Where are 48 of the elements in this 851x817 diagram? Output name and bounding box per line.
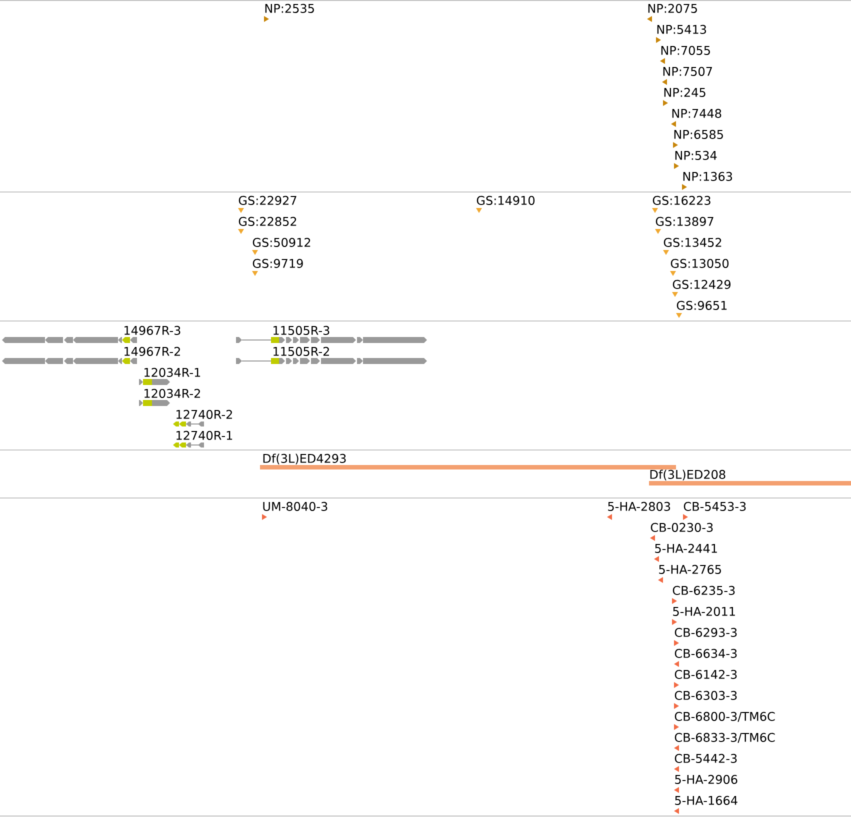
feature-label: GS:22927: [238, 196, 296, 205]
feature-label: NP:2075: [648, 4, 697, 13]
feature-label: CB-6303-3: [674, 690, 737, 700]
feature-label: 12740R-2: [176, 410, 232, 419]
feature-label: 12740R-1: [176, 430, 232, 440]
feature-label: 5-HA-2803: [608, 502, 670, 511]
feature-label: GS:13452: [664, 238, 722, 247]
feature-label: CB-6235-3: [672, 586, 735, 595]
feature-label: CB-5453-3: [684, 502, 746, 511]
feature-label: 11505R-3: [274, 326, 330, 335]
feature-label: CB-5442-3: [674, 754, 737, 763]
feature-label: NP:7055: [661, 46, 710, 55]
feature-label: Df(3L)ED4293: [263, 454, 346, 464]
feature-label: CB-6634-3: [674, 648, 737, 658]
feature-label: GS:9651: [676, 300, 727, 310]
feature-label: 5-HA-2011: [673, 606, 735, 616]
feature-label: UM-8040-3: [263, 502, 328, 511]
feature-label: 12034R-2: [144, 388, 200, 398]
feature-label: GS:16223: [652, 196, 710, 205]
feature-label: CB-6293-3: [674, 628, 737, 637]
feature-label: 11505R-2: [274, 346, 329, 356]
feature-label: CB-6800-3/TM6C: [674, 712, 775, 722]
feature-label: NP:245: [664, 88, 706, 97]
feature-label: 14967R-2: [124, 346, 180, 356]
feature-label: CB-6833-3/TM6C: [674, 732, 775, 743]
feature-label: GS:13897: [656, 216, 714, 226]
feature-label: 5-HA-2765: [659, 564, 721, 574]
feature-label: NP:2535: [265, 4, 314, 13]
feature-label: NP:6585: [674, 130, 723, 139]
feature-label: 5-HA-1664: [675, 796, 738, 805]
feature-label: 5-HA-2906: [675, 774, 738, 784]
feature-label: NP:7507: [663, 66, 712, 76]
feature-label: GS:22852: [238, 216, 296, 226]
feature-label: 12034R-1: [144, 368, 200, 377]
feature-label: NP:534: [675, 150, 717, 160]
feature-label: 5-HA-2441: [655, 544, 717, 553]
feature-label: GS:9719: [252, 258, 303, 268]
feature-label: CB-6142-3: [674, 670, 737, 679]
feature-label: NP:7448: [672, 108, 722, 118]
feature-label: GS:14910: [476, 196, 535, 205]
feature-label: NP:5413: [657, 24, 706, 34]
feature-label: GS:12429: [672, 280, 730, 289]
feature-label: NP:1363: [683, 172, 732, 181]
feature-label: GS:50912: [252, 238, 310, 247]
feature-label: Df(3L)ED208: [650, 470, 726, 480]
feature-label: 14967R-3: [124, 326, 180, 335]
feature-label: CB-0230-3: [650, 522, 713, 532]
feature-label: GS:13050: [670, 258, 729, 268]
